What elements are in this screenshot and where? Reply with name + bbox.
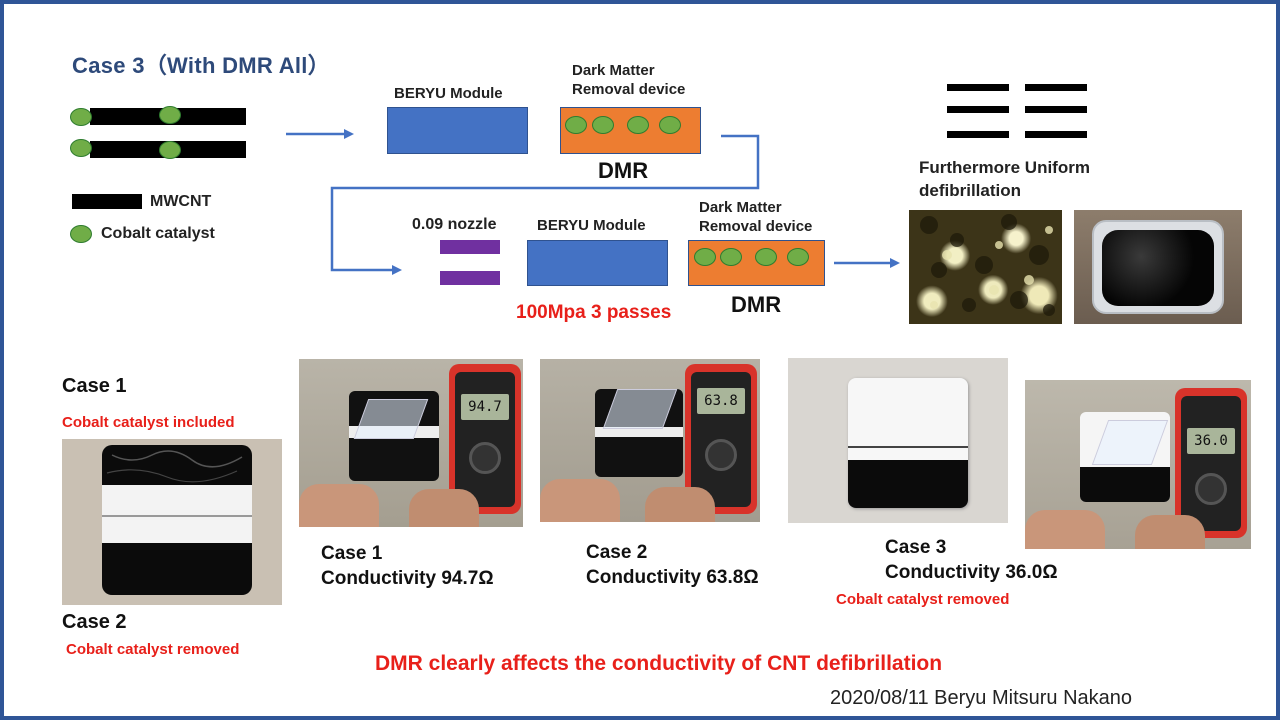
microscope-photo xyxy=(909,210,1062,324)
uniform-bar xyxy=(1025,131,1087,138)
beryu-label-1: BERYU Module xyxy=(394,85,503,102)
nozzle-label: 0.09 nozzle xyxy=(412,216,497,233)
measurement-photo-2: 63.8 xyxy=(540,359,760,522)
uniform-bar xyxy=(1025,84,1087,91)
sample-board xyxy=(848,378,968,508)
passes-label: 100Mpa 3 passes xyxy=(516,302,672,323)
legend-cobalt-swatch xyxy=(70,225,92,243)
legend-mwcnt-swatch xyxy=(72,194,142,209)
legend-mwcnt-label: MWCNT xyxy=(150,193,212,210)
beryu-module-2 xyxy=(527,240,668,286)
catalyst-dot xyxy=(720,248,742,266)
catalyst-dot xyxy=(565,116,587,134)
white-band xyxy=(595,427,683,437)
catalyst-dot xyxy=(755,248,777,266)
dial xyxy=(469,442,501,474)
catalyst-dot xyxy=(70,108,92,126)
catalyst-dot xyxy=(592,116,614,134)
white-band xyxy=(102,485,252,543)
hand xyxy=(299,484,379,527)
arrow-right-icon xyxy=(286,129,354,139)
case3-note: Cobalt catalyst removed xyxy=(836,591,1010,608)
arrow-right-icon xyxy=(834,258,900,268)
uniform-bar xyxy=(947,131,1009,138)
catalyst-dot xyxy=(787,248,809,266)
multimeter-face xyxy=(455,372,515,507)
catalyst-dot xyxy=(159,106,181,124)
hand xyxy=(1135,515,1205,549)
dmr-label-1: Dark Matter Removal device xyxy=(572,62,686,98)
measurement-3: Case 3 Conductivity 36.0Ω xyxy=(885,537,1058,583)
multimeter-display: 94.7 xyxy=(461,394,509,420)
sample-photo xyxy=(62,439,282,605)
dial xyxy=(1195,473,1227,505)
hand xyxy=(645,487,715,522)
connector-arrow xyxy=(330,134,760,275)
multimeter-display: 63.8 xyxy=(697,388,745,414)
measurement-photo-3: 36.0 xyxy=(1025,380,1251,549)
case2-note: Cobalt catalyst removed xyxy=(66,641,240,658)
nozzle-bar-top xyxy=(440,240,500,254)
sample-board xyxy=(102,445,252,595)
black-band xyxy=(1080,467,1170,502)
beryu-label-2: BERYU Module xyxy=(537,217,646,234)
container-photo xyxy=(1074,210,1242,324)
texture xyxy=(920,214,1055,316)
case1-title: Case 1 xyxy=(62,375,127,397)
beryu-module-1 xyxy=(387,107,528,154)
uniform-bar xyxy=(947,84,1009,91)
black-paste xyxy=(1102,230,1214,306)
line xyxy=(102,515,252,517)
multimeter-body: 36.0 xyxy=(1175,388,1247,538)
result-label: Furthermore Uniform defibrillation xyxy=(919,158,1090,200)
measurement-1: Case 1 Conductivity 94.7Ω xyxy=(321,543,494,589)
dmr-label-2: Dark Matter Removal device xyxy=(699,199,813,235)
catalyst-dot xyxy=(70,139,92,157)
measurement-2: Case 2 Conductivity 63.8Ω xyxy=(586,542,759,588)
nozzle-bar-bottom xyxy=(440,271,500,285)
conclusion: DMR clearly affects the conductivity of … xyxy=(375,652,943,675)
multimeter-display: 36.0 xyxy=(1187,428,1235,454)
catalyst-dot xyxy=(159,141,181,159)
dmr-short-1: DMR xyxy=(598,158,649,183)
black-band xyxy=(848,460,968,508)
dmr-short-2: DMR xyxy=(731,292,782,317)
case2-title: Case 2 xyxy=(62,611,127,633)
crack-texture xyxy=(106,450,243,483)
case3-sample-photo xyxy=(788,358,1008,523)
hand xyxy=(1025,510,1105,549)
multimeter-body: 94.7 xyxy=(449,364,521,514)
hand xyxy=(540,479,620,522)
uniform-bar xyxy=(947,106,1009,113)
uniform-bar xyxy=(1025,106,1087,113)
catalyst-dot xyxy=(627,116,649,134)
dmr-device-1 xyxy=(560,107,701,154)
dial xyxy=(705,439,737,471)
hand xyxy=(409,489,479,527)
case1-note: Cobalt catalyst included xyxy=(62,414,235,431)
multimeter-face xyxy=(1181,396,1241,531)
measurement-photo-1: 94.7 xyxy=(299,359,523,527)
catalyst-dot xyxy=(694,248,716,266)
catalyst-dot xyxy=(659,116,681,134)
footer-credit: 2020/08/11 Beryu Mitsuru Nakano xyxy=(830,687,1133,709)
page-title: Case 3（With DMR All） xyxy=(72,53,331,78)
dmr-device-2 xyxy=(688,240,825,286)
legend-cobalt-label: Cobalt catalyst xyxy=(101,225,215,242)
line xyxy=(848,446,968,448)
